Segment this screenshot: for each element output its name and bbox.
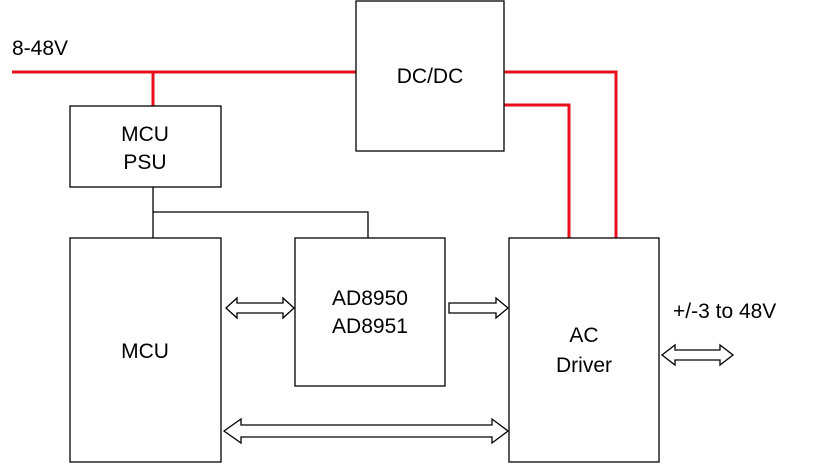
ac-driver-block	[508, 237, 660, 463]
dcdc-output-wire-1	[504, 70, 618, 238]
ac-driver-label-line2: Driver	[556, 354, 612, 377]
mcu-ad-double-arrow	[225, 296, 295, 320]
output-double-arrow	[660, 343, 735, 367]
ad8950-ad8951-block	[294, 237, 446, 387]
mcu-label: MCU	[121, 340, 169, 363]
ad-to-driver-arrow	[448, 296, 510, 320]
signal-wires	[152, 187, 369, 238]
input-voltage-label: 8-48V	[12, 37, 68, 60]
psu-to-ad-wire	[153, 211, 369, 238]
power-wires	[12, 70, 618, 238]
mcu-psu-label-line1: MCU	[121, 123, 169, 146]
dcdc-block	[355, 0, 505, 152]
ad-label-line1: AD8950	[332, 287, 408, 310]
mcu-psu-block	[69, 105, 222, 188]
ac-driver-label-line1: AC	[569, 324, 598, 347]
mcu-driver-double-arrow	[222, 417, 510, 445]
dcdc-output-wire-2	[504, 103, 571, 238]
dcdc-label: DC/DC	[397, 65, 464, 88]
mcu-block	[69, 237, 222, 463]
ad-label-line2: AD8951	[332, 315, 408, 338]
output-voltage-label: +/-3 to 48V	[673, 300, 776, 323]
mcu-psu-label-line2: PSU	[123, 151, 166, 174]
